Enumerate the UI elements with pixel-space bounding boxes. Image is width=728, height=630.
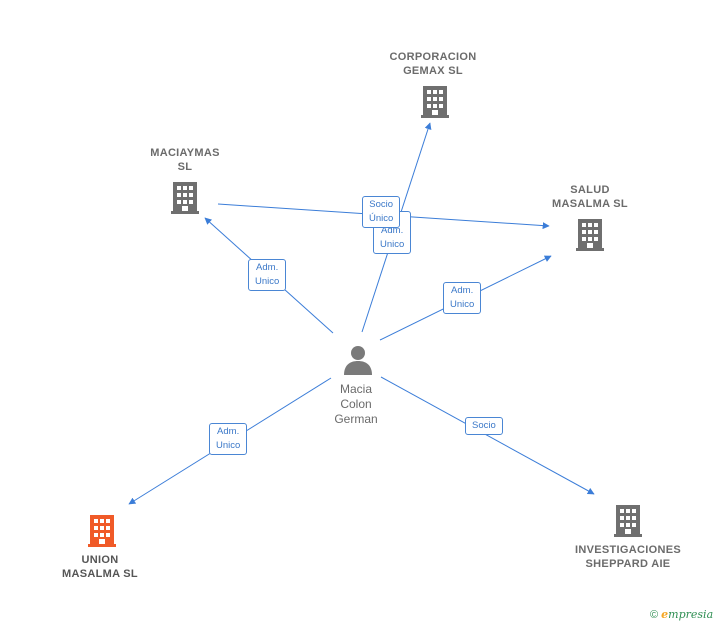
node-label-salud-masalma[interactable]: SALUD MASALMA SL bbox=[552, 184, 628, 210]
node-label-corporacion-gemax[interactable]: CORPORACION GEMAX SL bbox=[389, 51, 477, 77]
node-label-investigaciones-sheppard[interactable]: INVESTIGACIONES SHEPPARD AIE bbox=[575, 544, 681, 570]
building-icon[interactable] bbox=[421, 86, 449, 118]
edge-label-socio-unico: Socio Único bbox=[362, 196, 401, 228]
node-label-maciaymas[interactable]: MACIAYMAS SL bbox=[150, 147, 220, 173]
node-label-union-masalma[interactable]: UNION MASALMA SL bbox=[62, 554, 138, 580]
building-icon[interactable] bbox=[171, 182, 199, 214]
node-label-macia-colon-german[interactable]: Macia Colon German bbox=[334, 382, 378, 426]
brand-logo: empresia bbox=[661, 608, 714, 621]
edge-label-socio: Socio bbox=[465, 417, 503, 435]
building-icon-highlight[interactable] bbox=[88, 515, 116, 547]
edge-macia-investigaciones bbox=[380, 376, 595, 495]
edge-label-adm-unico: Adm. Unico bbox=[209, 423, 248, 455]
building-icon[interactable] bbox=[576, 219, 604, 251]
building-icon[interactable] bbox=[614, 505, 642, 537]
edge-label-adm-unico: Adm. Unico bbox=[443, 282, 482, 314]
copyright-icon: © bbox=[650, 609, 659, 621]
footer-brand: © empresia bbox=[650, 608, 713, 621]
person-icon[interactable] bbox=[344, 346, 372, 375]
edge-label-adm-unico: Adm. Unico bbox=[248, 259, 287, 291]
